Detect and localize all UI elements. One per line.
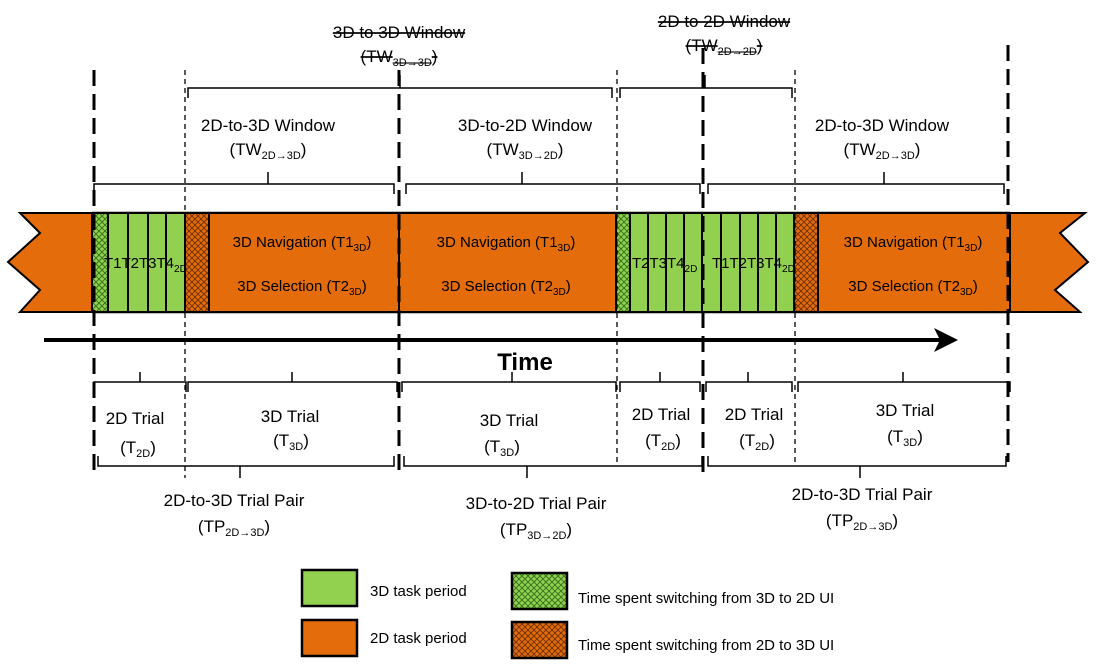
block-3d-2: 3D Navigation (T13D) 3D Selection (T23D) — [398, 212, 617, 313]
block-nav-text: 3D Navigation (T13D) — [437, 234, 576, 254]
brace-trial-4 — [619, 372, 701, 392]
pair-label-2: 3D-to-2D Trial Pair (TP3D→2D) — [466, 494, 607, 542]
brace-3d-to-3d-window — [187, 75, 613, 98]
window-label-2: 3D-to-2D Window (TW3D→2D) — [458, 116, 593, 162]
window-title: 2D-to-3D Window — [201, 116, 336, 135]
band-right-torn-edge — [1009, 212, 1090, 313]
legend-label: 3D task period — [370, 583, 467, 600]
switch-2d-to-3d-hatch — [793, 212, 819, 313]
legend-label: Time spent switching from 2D to 3D UI — [578, 637, 834, 654]
stripe-group-1: T1T2T3T42D — [91, 212, 210, 313]
trial-label-2: 3D Trial (T3D) — [261, 407, 320, 453]
block-3d-1: 3D Navigation (T13D) 3D Selection (T23D) — [208, 212, 400, 313]
stripe-label: T1T2T3T42D — [712, 255, 795, 275]
time-arrow — [44, 328, 958, 352]
svg-text:2D-to-3D Trial Pair: 2D-to-3D Trial Pair — [792, 485, 933, 504]
window-label-1: 2D-to-3D Window (TW2D→3D) — [201, 116, 336, 162]
pair-label-1: 2D-to-3D Trial Pair (TP2D→3D) — [164, 491, 305, 539]
stripe-group-3: T1T2T3T42D — [701, 212, 819, 313]
block-3d-3: 3D Navigation (T13D) 3D Selection (T23D) — [817, 212, 1011, 313]
top-window-title: 3D to 3D Window — [333, 23, 466, 42]
window-symbol: (TW2D→3D) — [230, 140, 307, 162]
legend-swatch-green-hatched — [510, 571, 569, 611]
trial-label-5: 2D Trial (T2D) — [725, 405, 784, 453]
legend-swatch-orange-hatched — [510, 620, 569, 660]
svg-text:2D Trial: 2D Trial — [725, 405, 784, 424]
svg-text:2D Trial: 2D Trial — [632, 405, 691, 424]
stripe-label: T2T3T42D — [632, 255, 697, 275]
top-window-symbol: (TW3D→3D) — [361, 47, 438, 69]
block-nav-text: 3D Navigation (T13D) — [844, 234, 983, 254]
brace-pair-2 — [403, 456, 703, 478]
brace-trial-1 — [93, 372, 187, 392]
switch-3d-to-2d-hatch — [615, 212, 631, 313]
brace-trial-5 — [705, 372, 793, 392]
svg-text:2D Trial: 2D Trial — [106, 409, 165, 428]
legend-item-2d-task: 2D task period — [300, 618, 467, 658]
top-window-symbol: (TW2D→2D) — [686, 36, 763, 58]
svg-text:(TP3D→2D): (TP3D→2D) — [500, 520, 572, 542]
band-left-torn-edge — [6, 212, 93, 313]
top-window-2d-to-2d-label: 2D to 2D Window (TW2D→2D) — [658, 12, 791, 58]
top-window-title: 2D to 2D Window — [658, 12, 791, 31]
window-title: 2D-to-3D Window — [815, 116, 950, 135]
legend-label: Time spent switching from 3D to 2D UI — [578, 590, 834, 607]
window-symbol: (TW3D→2D) — [487, 140, 564, 162]
stripe — [683, 212, 703, 313]
brace-2d-to-2d-window — [619, 75, 793, 98]
switch-2d-to-3d-hatch — [184, 212, 210, 313]
svg-text:3D Trial: 3D Trial — [480, 411, 539, 430]
svg-text:(T3D): (T3D) — [273, 431, 309, 453]
brace-trial-2 — [187, 372, 398, 392]
brace-window-2 — [405, 172, 701, 194]
stripe-group-2: T2T3T42D — [615, 212, 703, 313]
trial-label-6: 3D Trial (T3D) — [876, 401, 935, 449]
brace-window-3 — [707, 172, 1005, 194]
svg-text:(T3D): (T3D) — [484, 437, 520, 459]
window-label-3: 2D-to-3D Window (TW2D→3D) — [815, 116, 950, 162]
svg-text:3D Trial: 3D Trial — [261, 407, 320, 426]
trial-label-1: 2D Trial (T2D) — [106, 409, 165, 460]
top-window-3d-to-3d-label: 3D to 3D Window (TW3D→3D) — [333, 23, 466, 69]
legend-label: 2D task period — [370, 630, 467, 647]
time-label: Time — [497, 349, 553, 376]
svg-text:(TP2D→3D): (TP2D→3D) — [198, 517, 270, 539]
brace-trial-6 — [797, 372, 1011, 392]
stripe-label: T1T2T3T42D — [104, 255, 187, 275]
legend-swatch-green — [300, 568, 359, 608]
svg-text:2D-to-3D Trial Pair: 2D-to-3D Trial Pair — [164, 491, 305, 510]
trial-label-3: 3D Trial (T3D) — [480, 411, 539, 459]
window-title: 3D-to-2D Window — [458, 116, 593, 135]
svg-text:(T2D): (T2D) — [739, 431, 775, 453]
legend-item-3d-task: 3D task period — [300, 568, 467, 608]
legend-swatch-orange — [300, 618, 359, 658]
brace-pair-3 — [707, 456, 1007, 478]
pair-label-3: 2D-to-3D Trial Pair (TP2D→3D) — [792, 485, 933, 533]
boundary-markers — [92, 45, 1010, 478]
brace-window-1 — [93, 172, 395, 194]
svg-text:3D Trial: 3D Trial — [876, 401, 935, 420]
legend-item-switch-2d-3d: Time spent switching from 2D to 3D UI — [510, 620, 834, 660]
block-sel-text: 3D Selection (T23D) — [441, 278, 571, 298]
svg-text:(TP2D→3D): (TP2D→3D) — [826, 511, 898, 533]
window-symbol: (TW2D→3D) — [844, 140, 921, 162]
block-sel-text: 3D Selection (T23D) — [237, 278, 367, 298]
brace-trial-3 — [401, 372, 617, 392]
block-nav-text: 3D Navigation (T13D) — [233, 234, 372, 254]
svg-text:(T3D): (T3D) — [887, 427, 923, 449]
svg-text:(T2D): (T2D) — [645, 431, 681, 453]
legend-item-switch-3d-2d: Time spent switching from 3D to 2D UI — [510, 571, 834, 611]
brace-pair-1 — [97, 456, 395, 478]
svg-text:(T2D): (T2D) — [120, 438, 156, 460]
svg-text:3D-to-2D Trial Pair: 3D-to-2D Trial Pair — [466, 494, 607, 513]
legend: 3D task period 2D task period Time spent… — [300, 568, 834, 660]
block-sel-text: 3D Selection (T23D) — [848, 278, 978, 298]
trial-label-4: 2D Trial (T2D) — [632, 405, 691, 453]
